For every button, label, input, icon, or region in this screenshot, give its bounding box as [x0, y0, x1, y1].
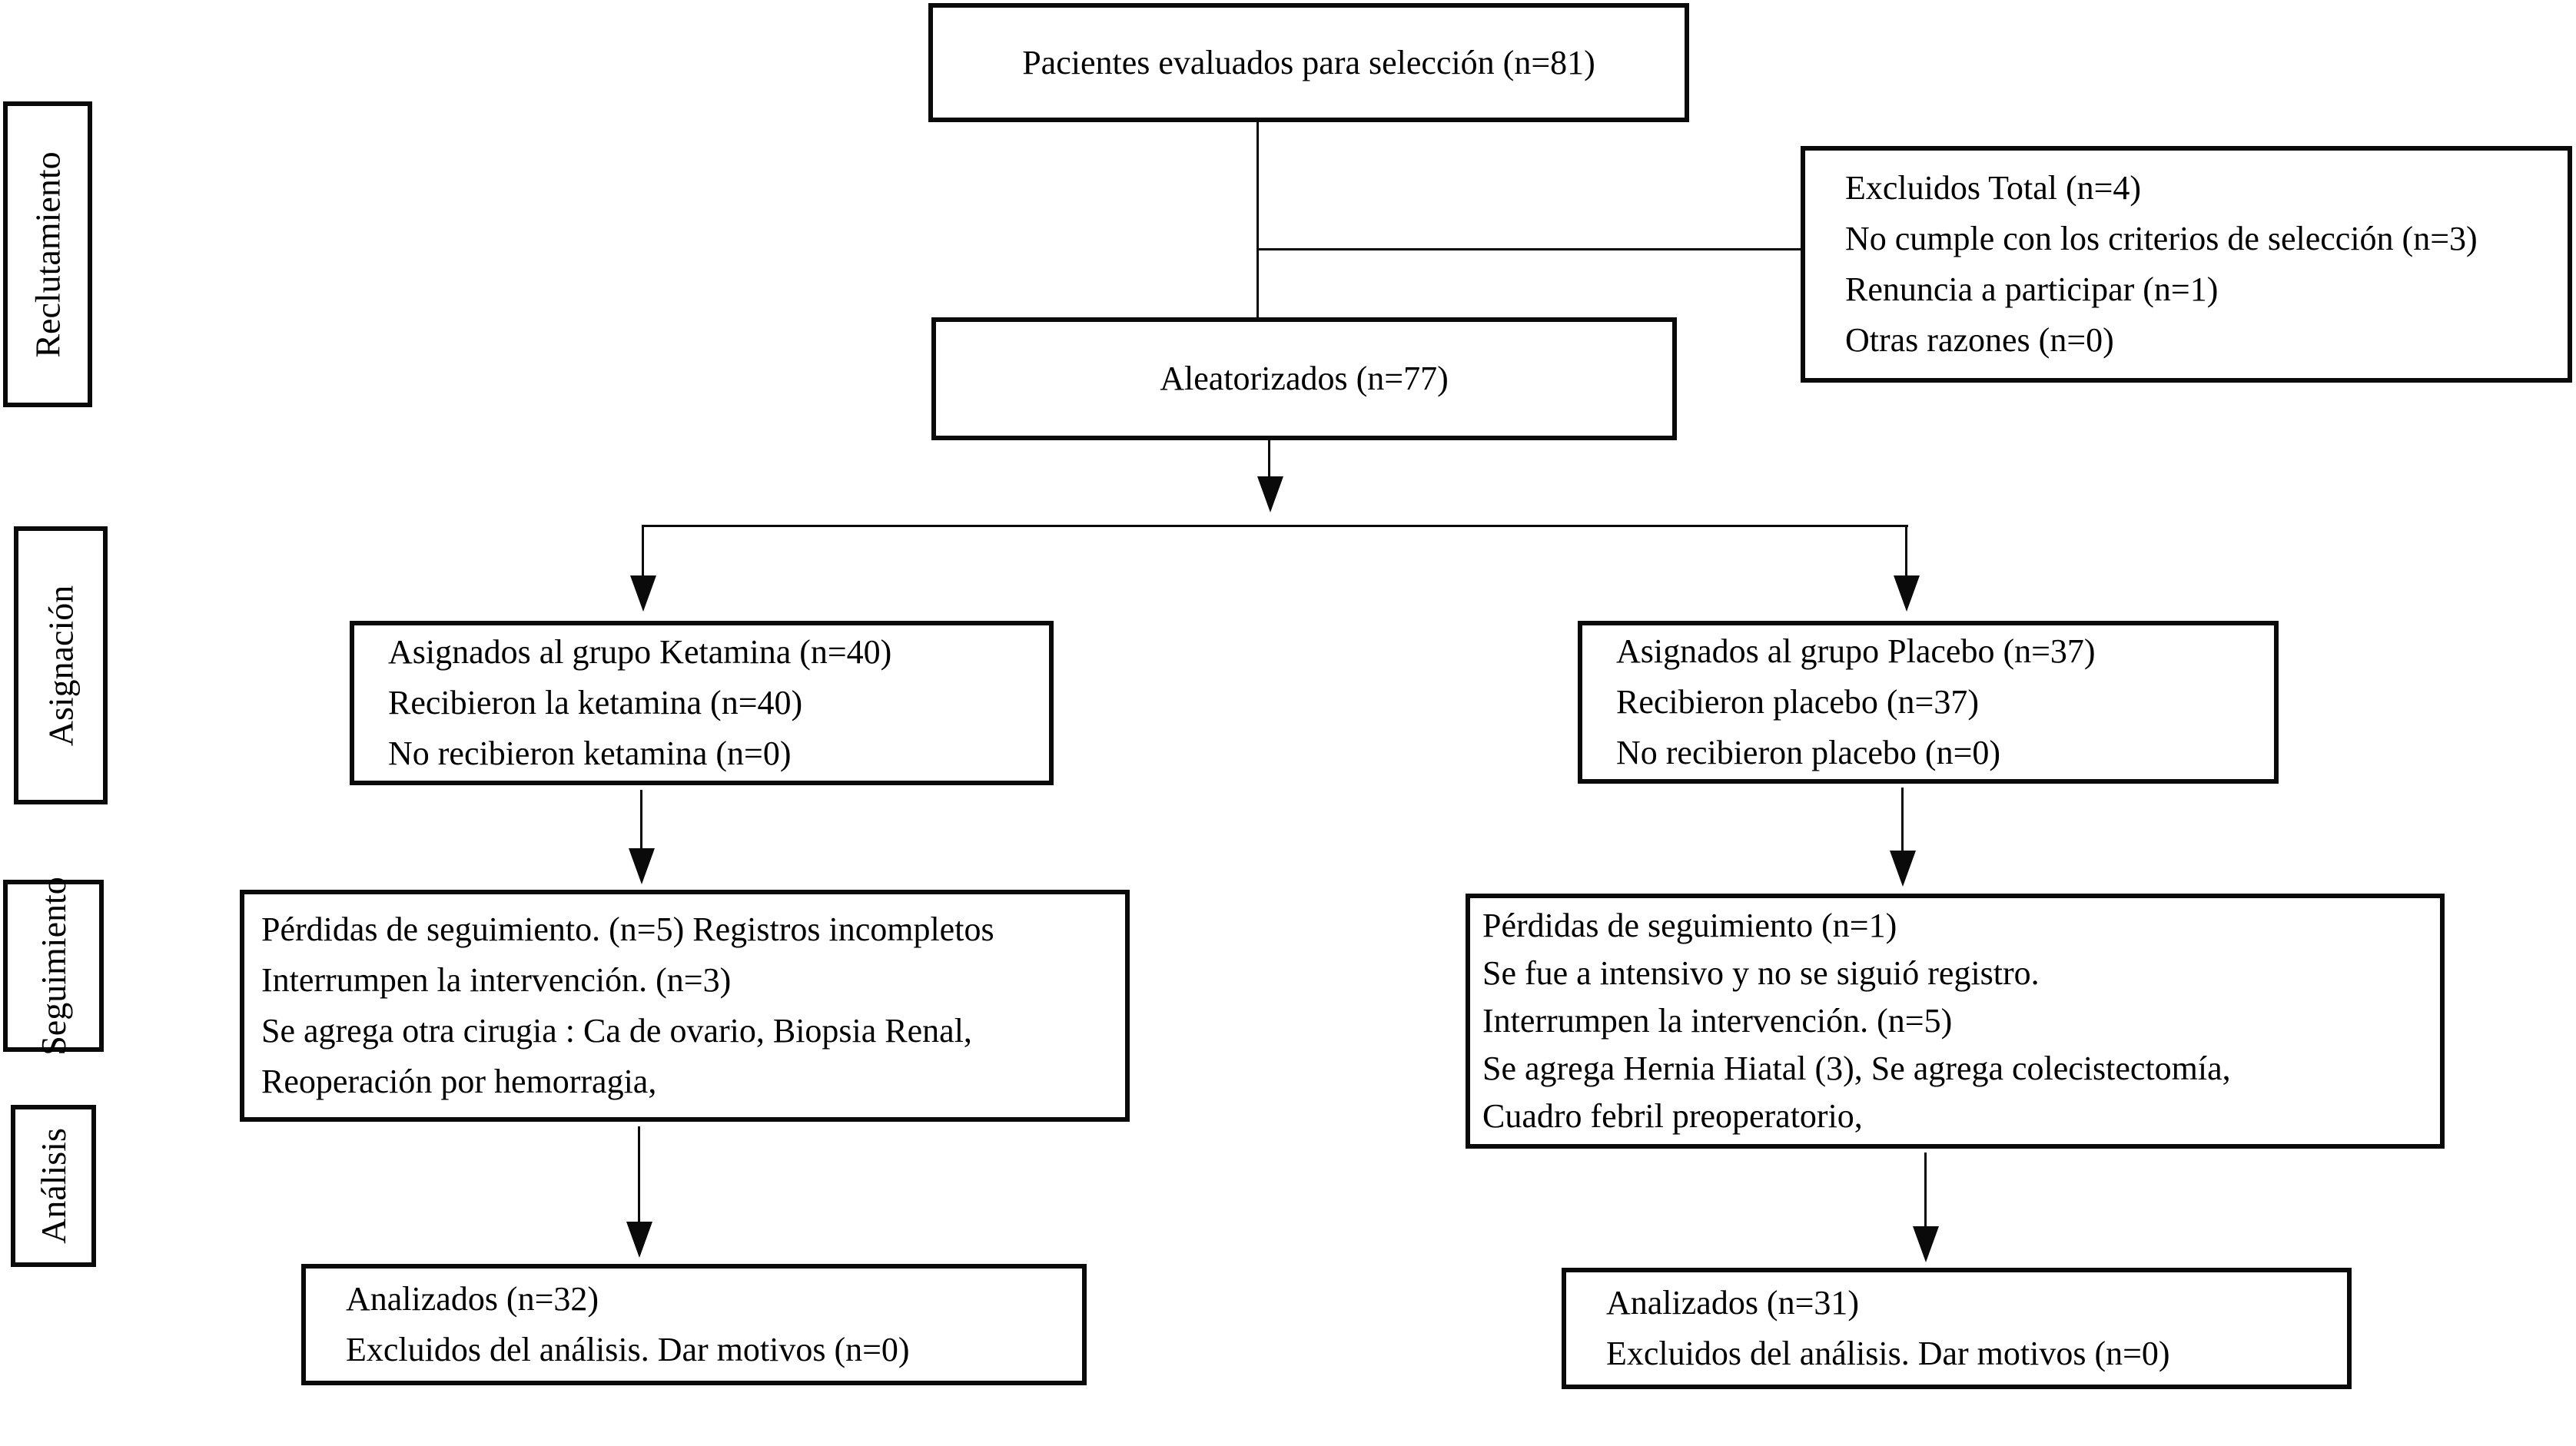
stage-label-seguimiento: Seguimiento — [34, 876, 74, 1056]
ketamine-followup-line: Interrumpen la intervención. (n=3) — [261, 961, 732, 999]
stage-box-analisis: Análisis — [11, 1105, 96, 1267]
arrowhead-down-icon — [626, 1222, 652, 1258]
excluded-line: No cumple con los criterios de selección… — [1845, 220, 2478, 257]
arrowhead-down-icon — [1894, 575, 1920, 612]
ketamine-analysis-line: Analizados (n=32) — [346, 1280, 599, 1318]
ketamine-followup-line: Pérdidas de seguimiento. (n=5) Registros… — [261, 910, 994, 948]
connector-to-excluded — [1256, 248, 1801, 250]
ketamine-analysis-line: Excluidos del análisis. Dar motivos (n=0… — [346, 1331, 910, 1368]
randomized-text: Aleatorizados (n=77) — [1160, 360, 1449, 397]
ketamine-followup-line: Reoperación por hemorragia, — [261, 1063, 657, 1100]
arrowhead-down-icon — [1890, 851, 1916, 887]
arrowhead-down-icon — [629, 848, 655, 884]
ketamine-analysis-box: Analizados (n=32) Excluidos del análisis… — [301, 1264, 1087, 1385]
ketamine-allocation-line: Recibieron la ketamina (n=40) — [388, 684, 803, 721]
placebo-followup-line: Se fue a intensivo y no se siguió regist… — [1482, 954, 2040, 992]
stage-label-asignacion: Asignación — [41, 585, 81, 746]
placebo-allocation-line: No recibieron placebo (n=0) — [1616, 734, 2001, 771]
excluded-line: Otras razones (n=0) — [1845, 321, 2114, 359]
arrow-to-placebo-allocation-shaft — [1905, 525, 1907, 577]
arrow-ketamine-analysis-shaft — [638, 1126, 640, 1223]
placebo-followup-box: Pérdidas de seguimiento (n=1) Se fue a i… — [1466, 894, 2445, 1149]
stage-box-asignacion: Asignación — [14, 526, 108, 804]
placebo-followup-line: Cuadro febril preoperatorio, — [1482, 1097, 1863, 1135]
excluded-box: Excluidos Total (n=4) No cumple con los … — [1801, 146, 2572, 383]
placebo-followup-line: Pérdidas de seguimiento (n=1) — [1482, 907, 1897, 944]
stage-label-reclutamiento: Reclutamiento — [28, 151, 68, 358]
ketamine-followup-line: Se agrega otra cirugia : Ca de ovario, B… — [261, 1012, 972, 1050]
screened-text: Pacientes evaluados para selección (n=81… — [1022, 43, 1595, 81]
placebo-analysis-box: Analizados (n=31) Excluidos del análisis… — [1562, 1268, 2352, 1389]
arrow-placebo-followup-shaft — [1901, 788, 1904, 852]
arrowhead-down-icon — [1913, 1226, 1939, 1262]
randomized-box: Aleatorizados (n=77) — [931, 317, 1677, 440]
arrowhead-down-icon — [1257, 476, 1283, 512]
stage-box-reclutamiento: Reclutamiento — [3, 101, 92, 407]
placebo-allocation-box: Asignados al grupo Placebo (n=37) Recibi… — [1578, 621, 2279, 784]
excluded-line: Excluidos Total (n=4) — [1845, 169, 2142, 207]
connector-split-bar — [642, 525, 1908, 527]
connector-screened-to-randomized — [1256, 122, 1259, 319]
stage-label-analisis: Análisis — [34, 1128, 73, 1244]
ketamine-followup-box: Pérdidas de seguimiento. (n=5) Registros… — [240, 890, 1130, 1122]
excluded-line: Renuncia a participar (n=1) — [1845, 270, 2219, 308]
arrow-placebo-analysis-shaft — [1924, 1152, 1927, 1228]
arrowhead-down-icon — [630, 575, 656, 612]
placebo-analysis-line: Excluidos del análisis. Dar motivos (n=0… — [1606, 1335, 2170, 1372]
ketamine-allocation-line: No recibieron ketamina (n=0) — [388, 735, 792, 772]
screened-box: Pacientes evaluados para selección (n=81… — [928, 3, 1689, 122]
placebo-followup-line: Se agrega Hernia Hiatal (3), Se agrega c… — [1482, 1050, 2231, 1087]
ketamine-allocation-box: Asignados al grupo Ketamina (n=40) Recib… — [350, 621, 1054, 785]
arrow-ketamine-followup-shaft — [640, 790, 642, 850]
placebo-analysis-line: Analizados (n=31) — [1606, 1284, 1860, 1322]
placebo-allocation-line: Recibieron placebo (n=37) — [1616, 683, 1979, 721]
arrow-randomized-shaft — [1268, 439, 1270, 479]
placebo-followup-line: Interrumpen la intervención. (n=5) — [1482, 1002, 1953, 1040]
placebo-allocation-line: Asignados al grupo Placebo (n=37) — [1616, 632, 2096, 670]
ketamine-allocation-line: Asignados al grupo Ketamina (n=40) — [388, 633, 892, 671]
arrow-to-ketamine-allocation-shaft — [642, 525, 644, 577]
stage-box-seguimiento: Seguimiento — [3, 877, 104, 1055]
